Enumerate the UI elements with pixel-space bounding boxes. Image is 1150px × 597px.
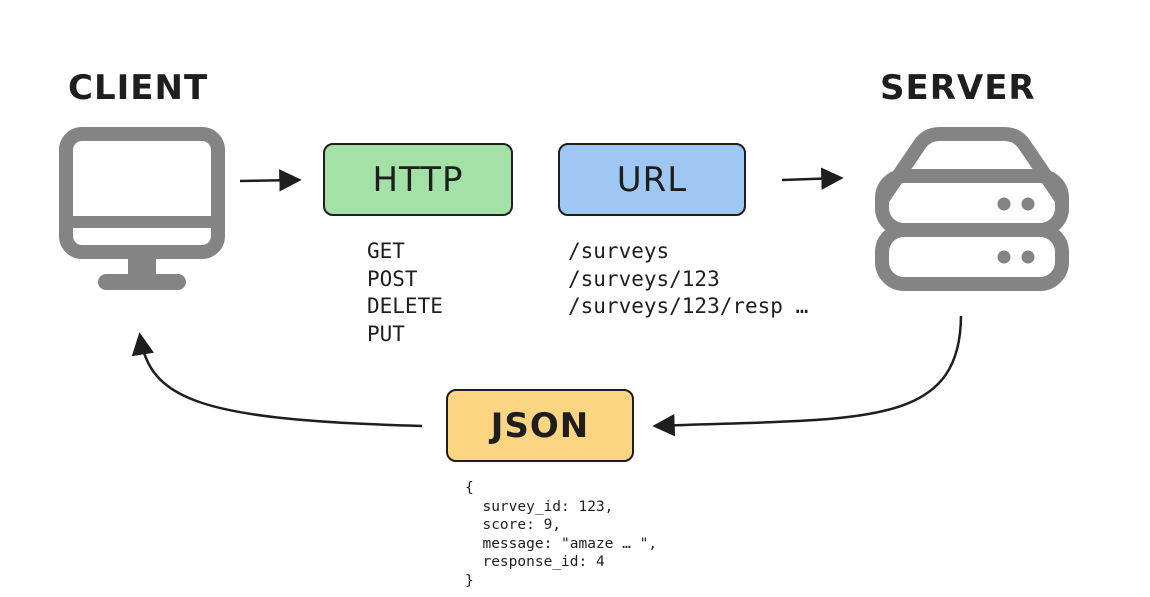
http-method-item: DELETE: [367, 294, 443, 318]
arrow-client-to-http: [239, 169, 302, 192]
http-method-item: PUT: [367, 321, 405, 346]
url-label: URL: [616, 159, 688, 200]
arrow-json-to-client: [131, 332, 423, 428]
arrow-server-to-json: [652, 315, 963, 437]
server-title: SERVER: [880, 68, 1036, 108]
json-line: message: "amaze … ",: [465, 535, 658, 552]
json-box: JSON: [446, 389, 634, 462]
json-line: response_id: 4: [465, 554, 605, 570]
server-icon: [875, 127, 1069, 291]
http-method-item: POST: [367, 266, 418, 291]
json-line: score: 9,: [465, 517, 562, 533]
json-line: {: [465, 480, 474, 496]
url-path-item: /surveys/123/resp …: [568, 294, 809, 318]
client-title: CLIENT: [68, 68, 209, 108]
json-label: JSON: [490, 405, 590, 446]
url-path-item: /surveys/123: [568, 266, 720, 291]
json-line: survey_id: 123,: [465, 498, 614, 515]
http-box: HTTP: [323, 143, 513, 216]
url-paths-list: /surveys /surveys/123 /surveys/123/resp …: [568, 238, 808, 321]
monitor-icon: [59, 127, 225, 290]
json-response-body: { survey_id: 123, score: 9, message: "am…: [465, 479, 657, 590]
http-label: HTTP: [372, 159, 464, 200]
http-method-item: GET: [367, 239, 405, 263]
json-line: }: [465, 572, 474, 589]
url-box: URL: [558, 143, 746, 216]
http-methods-list: GET POST DELETE PUT: [367, 238, 443, 348]
url-path-item: /surveys: [568, 239, 670, 263]
arrow-url-to-server: [781, 167, 844, 190]
